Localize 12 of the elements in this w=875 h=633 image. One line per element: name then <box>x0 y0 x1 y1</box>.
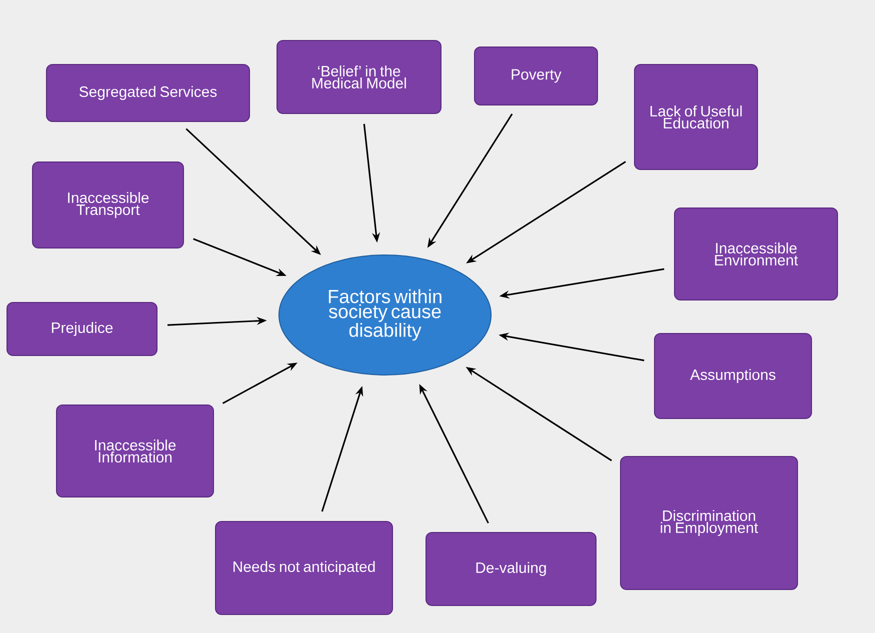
factor-box: Discrimination in Employment <box>620 456 798 590</box>
factor-box: Inaccessible Information <box>56 404 214 498</box>
factor-box: Prejudice <box>6 302 158 356</box>
factor-box: De-valuing <box>426 532 596 606</box>
factor-box: Inaccessible Transport <box>32 162 184 248</box>
factor-box: Lack of Useful Education <box>634 64 758 170</box>
factor-box: Poverty <box>474 46 598 106</box>
factor-box: Inaccessible Environment <box>674 208 838 300</box>
factor-box: ‘Belief’ in the Medical Model <box>276 40 442 114</box>
factor-box: Assumptions <box>654 333 812 419</box>
factor-box: Needs not anticipated <box>215 521 393 615</box>
factor-box: Segregated Services <box>46 64 250 122</box>
